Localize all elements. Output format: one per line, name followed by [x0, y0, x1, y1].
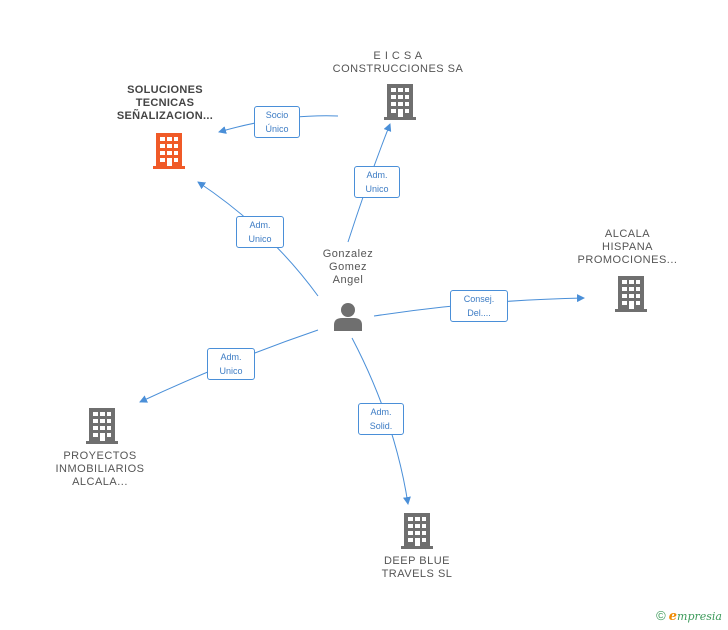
company-label-alcala-hispana[interactable]: ALCALA HISPANA PROMOCIONES... [577, 228, 678, 266]
person-icon[interactable] [333, 301, 363, 331]
edge-label-consej[interactable]: Consej. Del.... [450, 290, 508, 322]
building-icon[interactable] [401, 513, 433, 549]
building-icon[interactable] [153, 133, 185, 169]
edge-label-adm-eicsa[interactable]: Adm. Unico [354, 166, 400, 198]
company-label-eicsa[interactable]: E I C S A CONSTRUCCIONES SA [332, 50, 464, 75]
building-icon[interactable] [384, 84, 416, 120]
company-label-soluciones[interactable]: SOLUCIONES TECNICAS SEÑALIZACION... [116, 84, 214, 122]
building-icon[interactable] [86, 408, 118, 444]
edge-label-adm-proyectos[interactable]: Adm. Unico [207, 348, 255, 380]
company-label-deep-blue[interactable]: DEEP BLUE TRAVELS SL [381, 555, 453, 580]
building-icon[interactable] [615, 276, 647, 312]
edge-label-adm-soluciones[interactable]: Adm. Unico [236, 216, 284, 248]
empresia-logo[interactable]: ©empresia [656, 608, 722, 624]
person-name[interactable]: Gonzalez Gomez Angel [322, 248, 374, 286]
copyright-icon: © [656, 608, 666, 623]
edge-label-socio-unico[interactable]: Socio Único [254, 106, 300, 138]
company-label-proyectos[interactable]: PROYECTOS INMOBILIARIOS ALCALA... [55, 450, 145, 488]
edge-label-adm-deep[interactable]: Adm. Solid. [358, 403, 404, 435]
